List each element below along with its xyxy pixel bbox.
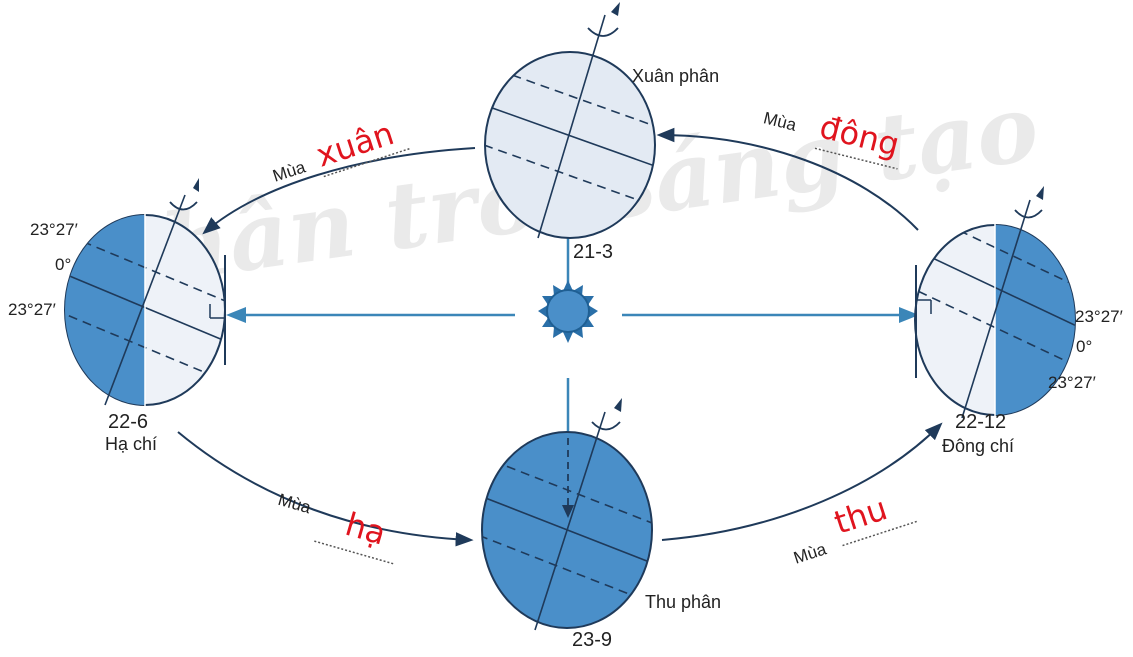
season-label-autumn: Mùa thu [782,481,921,568]
winter-date-label: 22-12 [955,411,1006,433]
winter-lat-mid: 0° [1076,337,1092,356]
winter-name-label: Đông chí [942,436,1014,456]
autumn-name-label: Thu phân [645,592,721,612]
season-label-summer: Mùa hạ [270,485,405,564]
orbit-arrow-summer-to-autumn [178,432,470,540]
summer-name-label: Hạ chí [105,434,157,454]
winter-lat-bottom: 23°27′ [1048,373,1096,392]
summer-lat-bottom: 23°27′ [8,300,56,319]
spring-name-label: Xuân phân [632,66,719,86]
season-word-summer: hạ [341,505,390,553]
axis-arrow-icon [611,2,620,16]
season-word-autumn: thu [830,489,892,542]
autumn-date-label: 23-9 [572,629,612,651]
season-prefix-autumn: Mùa [791,539,829,567]
summer-lat-mid: 0° [55,255,71,274]
season-prefix-summer: Mùa [276,490,314,518]
winter-lat-top: 23°27′ [1075,307,1123,326]
summer-lat-top: 23°27′ [30,220,78,239]
orbit-arrow-autumn-to-winter [662,425,940,540]
sun-icon [538,280,598,343]
earth-autumn-equinox [465,398,670,630]
summer-date-label: 22-6 [108,411,148,433]
spring-date-label: 21-3 [573,241,613,263]
